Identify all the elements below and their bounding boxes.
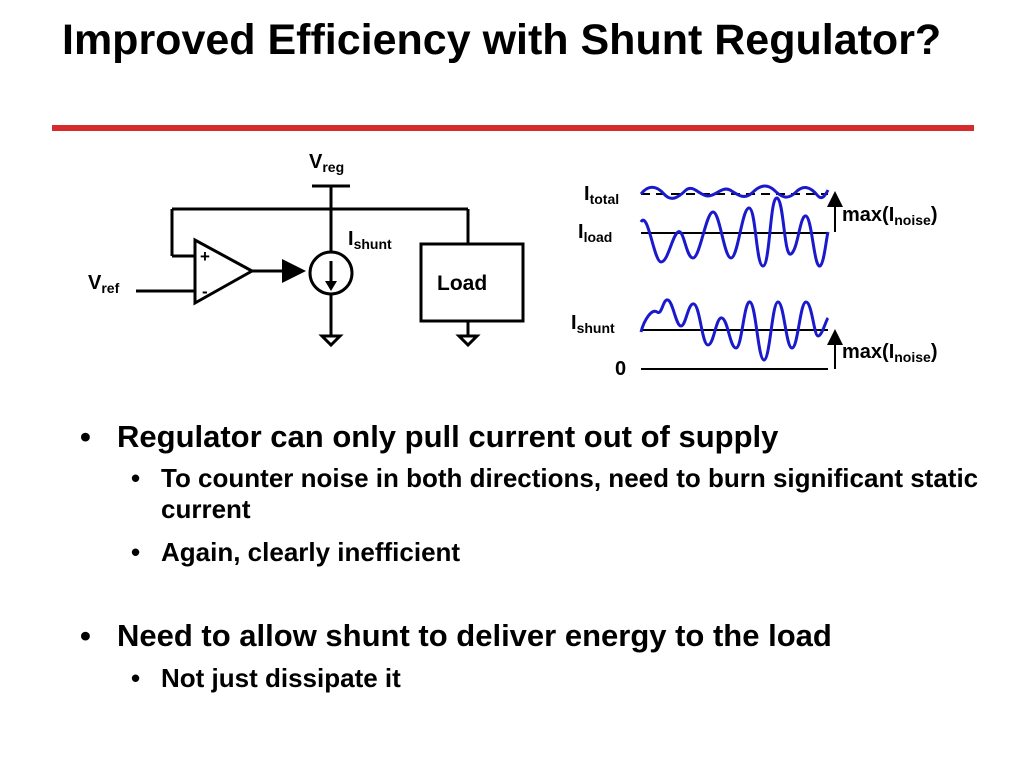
op-amp-symbol bbox=[193, 237, 256, 306]
load-box bbox=[419, 242, 525, 323]
iload-waveform bbox=[639, 196, 830, 268]
title-underline bbox=[52, 125, 974, 131]
itotal-label: Itotal bbox=[584, 183, 619, 207]
vref-label: Vref bbox=[88, 272, 120, 296]
sub-bullet-item: Not just dissipate it bbox=[131, 663, 981, 694]
iload-label: Iload bbox=[578, 221, 612, 245]
itotal-waveform bbox=[639, 184, 830, 200]
sub-bullet-item: Again, clearly inefficient bbox=[131, 537, 981, 568]
slide-title: Improved Efficiency with Shunt Regulator… bbox=[62, 16, 942, 64]
circuit-schematic bbox=[136, 184, 525, 348]
ground-icon bbox=[455, 334, 481, 348]
bullet-item: Need to allow shunt to deliver energy to… bbox=[80, 618, 997, 654]
ishunt-waveform bbox=[639, 298, 830, 362]
sub-bullet-item: To counter noise in both directions, nee… bbox=[131, 463, 981, 525]
waveform-plots bbox=[639, 184, 843, 370]
opamp-minus-label: - bbox=[202, 282, 208, 301]
load-label: Load bbox=[437, 272, 487, 295]
max-noise-label-bottom: max(Inoise) bbox=[842, 341, 938, 365]
current-arrow-head bbox=[325, 281, 337, 291]
ishunt-circuit-label: Ishunt bbox=[348, 228, 392, 252]
shunt-regulator-diagram: Vreg Vref Ishunt + - Load Itotal Iload I… bbox=[88, 151, 938, 380]
vreg-label: Vreg bbox=[309, 151, 344, 175]
max-noise-label-top: max(Inoise) bbox=[842, 204, 938, 228]
zero-label: 0 bbox=[615, 358, 626, 380]
ground-icon bbox=[318, 334, 344, 348]
opamp-plus-label: + bbox=[200, 247, 210, 266]
ishunt-waveform-label: Ishunt bbox=[571, 312, 615, 336]
bullet-item: Regulator can only pull current out of s… bbox=[80, 419, 997, 455]
